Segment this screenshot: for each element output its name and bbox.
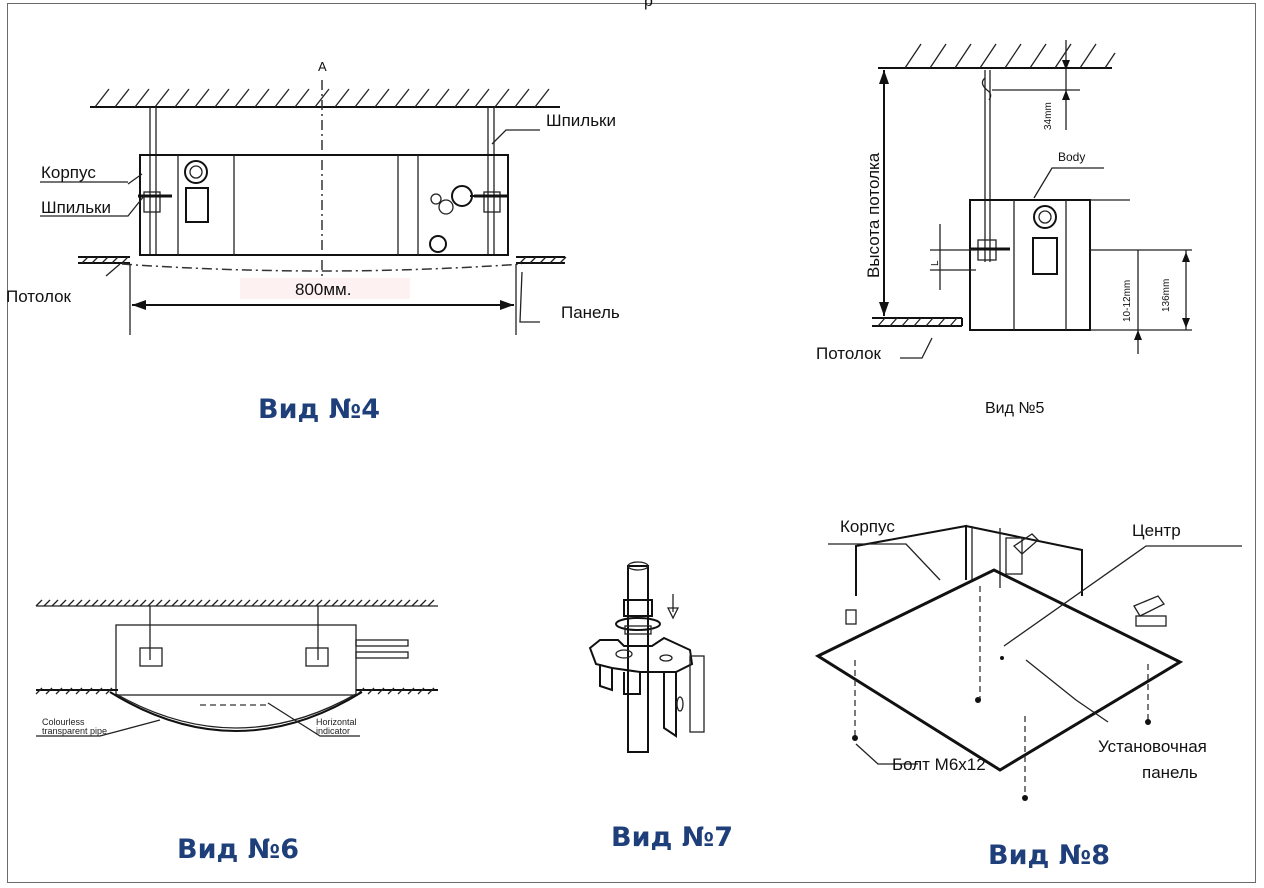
view4-leader-studs-left (40, 195, 145, 217)
view8-label-panel-line2: панель (1142, 763, 1198, 782)
view7-body-wall (689, 655, 705, 733)
view5-leader-body (1033, 167, 1104, 199)
view7-nut-top (623, 599, 653, 617)
view6-leader-indicator (267, 702, 360, 737)
view4-ceiling-hatch (94, 88, 550, 108)
view7-threaded-rod (627, 565, 649, 753)
view6-label-pipe: Colourless transparent pipe (42, 717, 108, 737)
view4-bracket-right (483, 191, 501, 213)
view8-mounting-panel (814, 568, 1184, 772)
view4-caption: Вид №4 (258, 394, 380, 425)
view8-label-bolt: Болт М6х12 (892, 755, 986, 774)
view8-caption: Вид №8 (988, 840, 1110, 871)
view4-leader-studs-right (491, 129, 540, 145)
view4-label-studs-right: Шпильки (546, 111, 616, 130)
view4-panel-outline (121, 263, 523, 272)
view6-label-indicator: Horizontal indicator (316, 717, 357, 737)
view6-pipe-stub (355, 639, 409, 647)
view6-unit-body (115, 624, 357, 696)
view8-leader-body (828, 543, 941, 581)
view4-dimension-bg (240, 278, 410, 299)
view7-caption: Вид №7 (611, 822, 733, 853)
view8-leader-center (1003, 545, 1242, 647)
view8-drain-pipe (1012, 533, 1039, 555)
view6-leader-pipe (36, 719, 161, 737)
view5-leader-ceiling (900, 337, 933, 359)
view8-label-center: Центр (1132, 521, 1181, 540)
top-text-fragment: р (644, 0, 653, 10)
view6-caption: Вид №6 (177, 834, 299, 865)
view8-label-panel-line1: Установочная (1098, 737, 1207, 756)
view4-label-panel: Панель (561, 303, 620, 322)
view8-center-point (1000, 656, 1004, 660)
view4-pump-circle (184, 160, 208, 184)
diagram-frame (7, 3, 1256, 883)
view4-unit-body (139, 154, 509, 256)
view4-axis-label: A (318, 59, 327, 74)
view8-leader-bolt (855, 743, 918, 765)
view4-label-ceiling: Потолок (6, 287, 71, 306)
view4-dimension-label: 800мм. (295, 280, 352, 299)
view8-leader-panel (1025, 659, 1109, 723)
view4-label-studs-left: Шпильки (41, 198, 111, 217)
view5-unit-body (969, 199, 1091, 331)
view5-caption: Вид №5 (985, 400, 1045, 417)
view5-label-ceiling: Потолок (816, 344, 881, 363)
view8-label-body: Корпус (840, 517, 895, 536)
view6-transparent-pipe (109, 691, 363, 732)
view4-label-body: Корпус (41, 163, 96, 182)
view4-leader-panel (519, 271, 540, 323)
view5-label-body: Body (1058, 150, 1086, 164)
view4-bracket-left (143, 191, 161, 213)
view8-unit-body (855, 524, 967, 596)
